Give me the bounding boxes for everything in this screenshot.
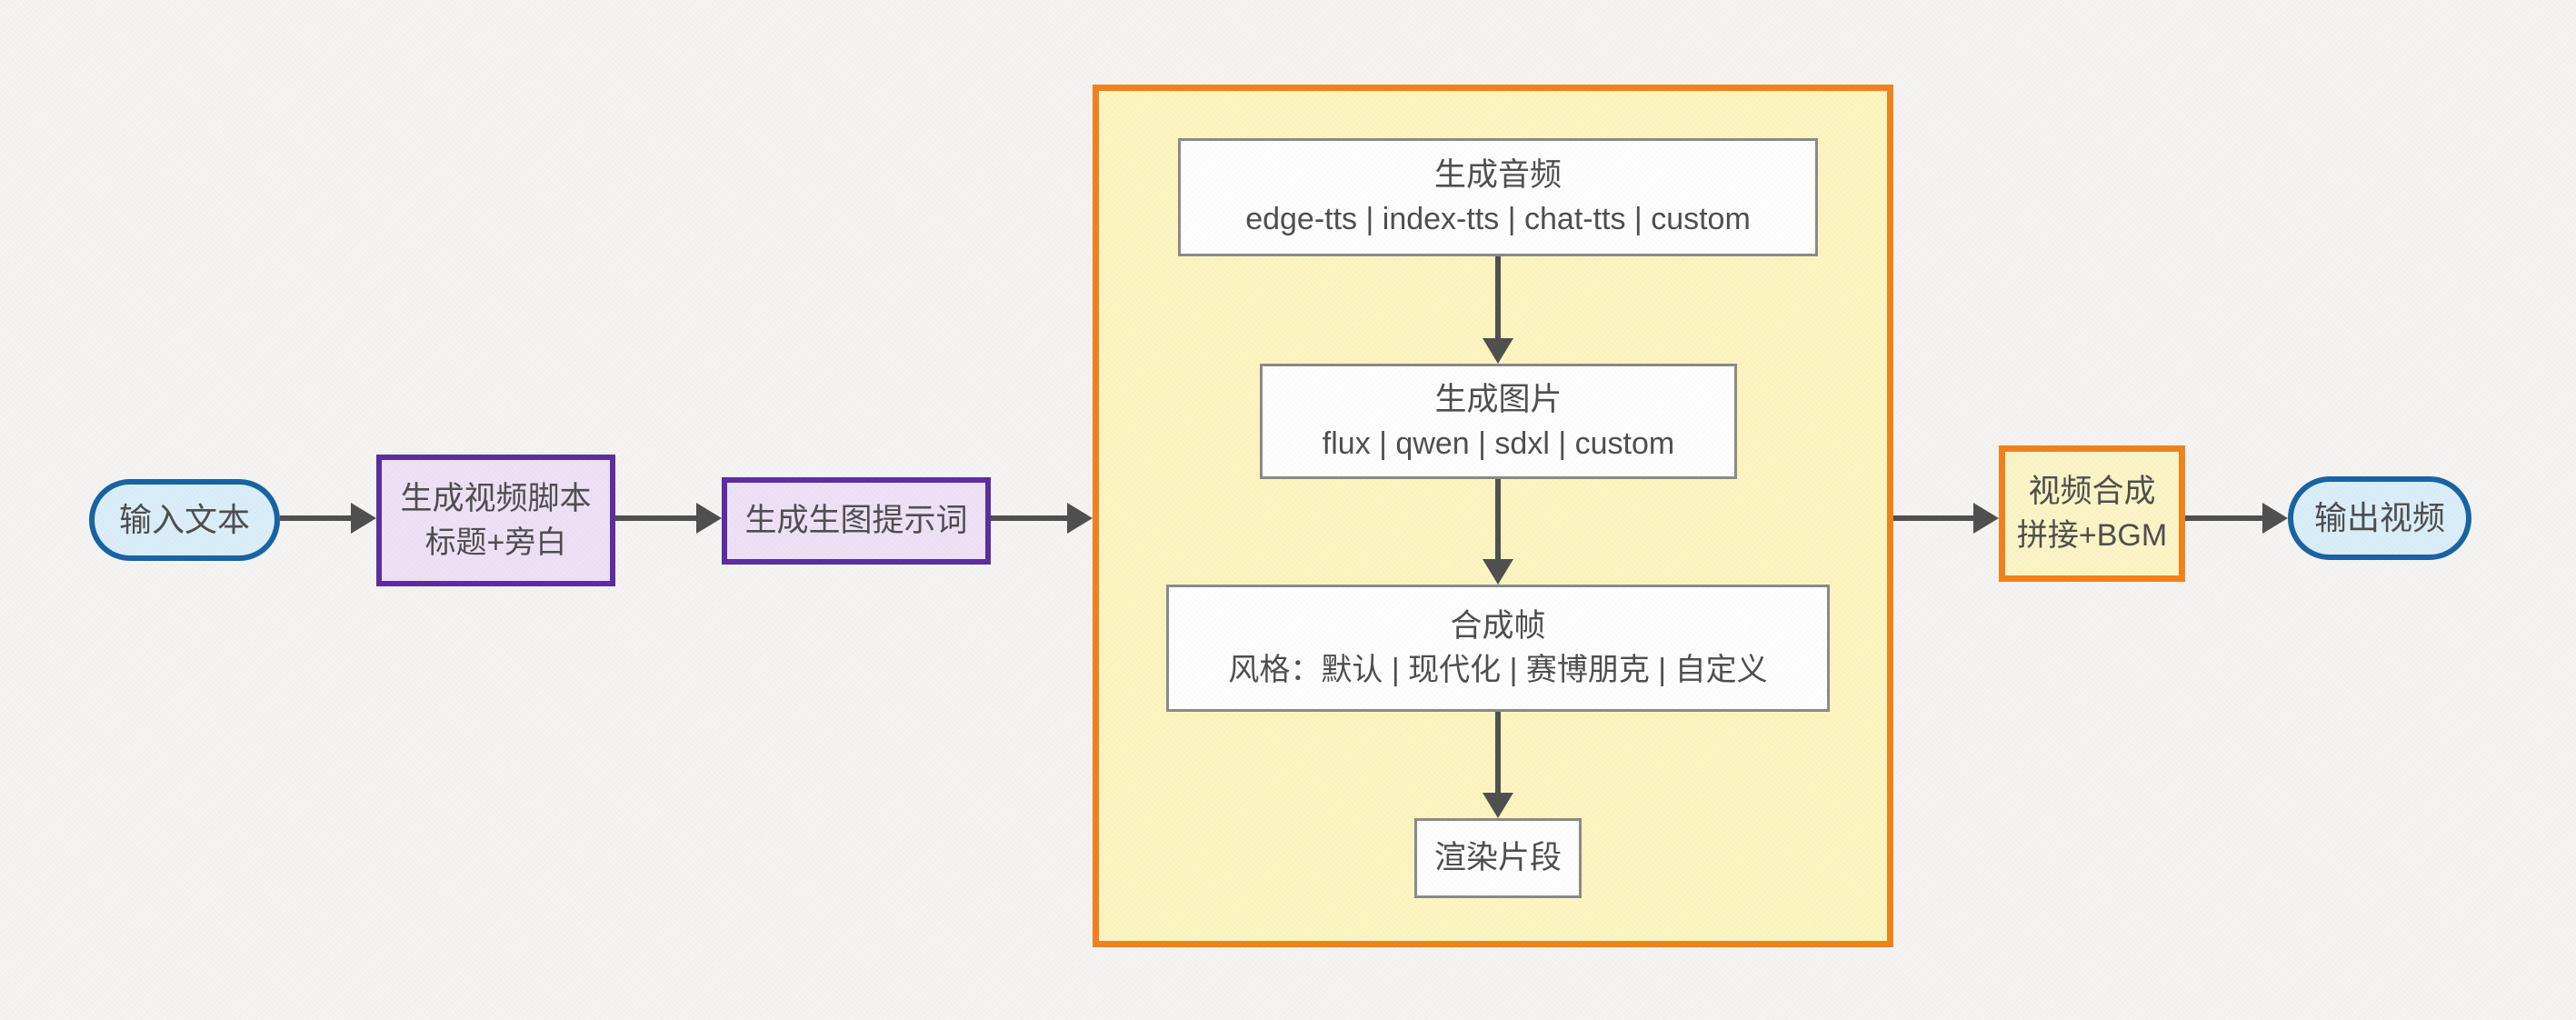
edge-frame-to-render: [1480, 712, 1516, 818]
edge-audio-to-image: [1480, 256, 1516, 364]
arrowhead-icon: [696, 503, 722, 534]
arrowhead-icon: [2262, 503, 2288, 534]
arrowhead-icon: [1973, 503, 1999, 534]
node-subtitle: edge-tts | index-tts | chat-tts | custom: [1245, 202, 1751, 236]
arrow-line: [1893, 515, 1977, 521]
node-title: 生成视频脚本: [400, 480, 592, 516]
node-subtitle: 拼接+BGM: [2016, 518, 2168, 553]
node-input-text: 输入文本: [89, 479, 280, 561]
arrow-line: [615, 515, 700, 521]
node-label: 渲染片段: [1433, 840, 1562, 875]
arrowhead-icon: [1483, 793, 1513, 818]
arrow-line: [991, 515, 1071, 521]
node-title: 生成图片: [1434, 381, 1563, 417]
arrowhead-icon: [351, 503, 376, 534]
node-video-compose: 视频合成 拼接+BGM: [1999, 445, 2185, 582]
arrowhead-icon: [1483, 338, 1513, 364]
node-subtitle: 标题+旁白: [424, 525, 567, 560]
arrow-line: [2185, 515, 2266, 521]
node-generate-script: 生成视频脚本 标题+旁白: [376, 455, 615, 586]
node-output-video: 输出视频: [2288, 476, 2471, 560]
node-subtitle: 风格：默认 | 现代化 | 赛博朋克 | 自定义: [1228, 653, 1768, 687]
arrow-line: [1495, 256, 1501, 342]
arrow-line: [1495, 479, 1501, 563]
node-subtitle: flux | qwen | sdxl | custom: [1322, 425, 1675, 461]
edge-pipeline-to-compose: [1893, 500, 1999, 536]
node-label: 输入文本: [118, 501, 250, 538]
arrow-line: [1495, 712, 1501, 796]
node-compose-frame: 合成帧 风格：默认 | 现代化 | 赛博朋克 | 自定义: [1166, 585, 1830, 712]
edge-input-to-script: [280, 500, 376, 536]
edge-compose-to-output: [2185, 500, 2288, 536]
node-label: 输出视频: [2313, 499, 2445, 536]
edge-script-to-prompt: [615, 500, 722, 536]
node-title: 合成帧: [1450, 608, 1546, 644]
edge-image-to-frame: [1480, 479, 1516, 585]
node-generate-audio: 生成音频 edge-tts | index-tts | chat-tts | c…: [1178, 138, 1818, 256]
node-title: 视频合成: [2028, 474, 2156, 509]
node-generate-prompt: 生成生图提示词: [722, 477, 991, 565]
node-title: 生成音频: [1433, 157, 1562, 193]
arrowhead-icon: [1483, 559, 1513, 585]
node-render-clip: 渲染片段: [1414, 818, 1582, 898]
node-label: 生成生图提示词: [744, 503, 968, 538]
node-generate-image: 生成图片 flux | qwen | sdxl | custom: [1260, 364, 1737, 479]
arrow-line: [280, 515, 354, 521]
edge-prompt-to-pipeline: [991, 500, 1093, 536]
arrowhead-icon: [1067, 503, 1093, 534]
